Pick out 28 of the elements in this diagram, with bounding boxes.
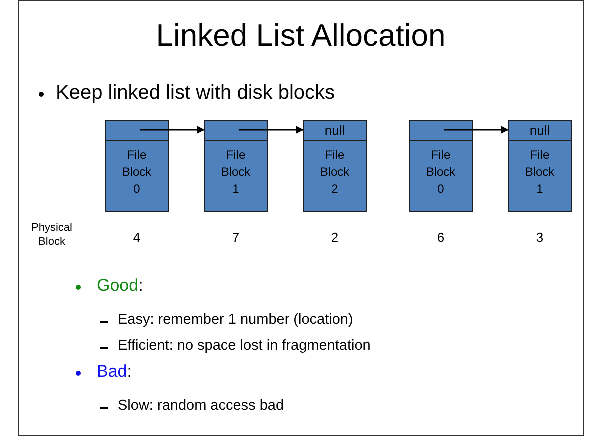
block-label: File Block 2 bbox=[319, 147, 351, 198]
block-number: 2 bbox=[330, 230, 340, 245]
disk-block bbox=[204, 120, 268, 212]
arrow bbox=[140, 126, 205, 134]
block-label: File Block 0 bbox=[425, 147, 457, 198]
bullet-text: Slow: random access bad bbox=[118, 398, 284, 414]
bullet-text: Keep linked list with disk blocks bbox=[56, 82, 336, 105]
bullet-text: Bad: bbox=[97, 362, 132, 382]
axis-label: Physical Block bbox=[30, 221, 74, 249]
block-label: File Block 1 bbox=[220, 147, 252, 198]
pointer-field: null bbox=[509, 121, 571, 141]
block-number: 4 bbox=[132, 230, 142, 245]
block-label: File Block 0 bbox=[121, 147, 153, 198]
bullet-text: Efficient: no space lost in fragmentation bbox=[118, 338, 371, 354]
block-number: 6 bbox=[436, 230, 446, 245]
arrow bbox=[444, 126, 509, 134]
slide-title: Linked List Allocation bbox=[155, 18, 447, 54]
disk-block bbox=[409, 120, 473, 212]
block-number: 7 bbox=[231, 230, 241, 245]
disk-block bbox=[105, 120, 169, 212]
bullet-text: Easy: remember 1 number (location) bbox=[118, 312, 354, 328]
block-number: 3 bbox=[535, 230, 545, 245]
disk-block bbox=[508, 120, 572, 212]
arrow bbox=[239, 126, 304, 134]
bullet-text: Good: bbox=[97, 276, 144, 296]
pointer-field: null bbox=[304, 121, 366, 141]
block-label: File Block 1 bbox=[524, 147, 556, 198]
disk-block bbox=[303, 120, 367, 212]
